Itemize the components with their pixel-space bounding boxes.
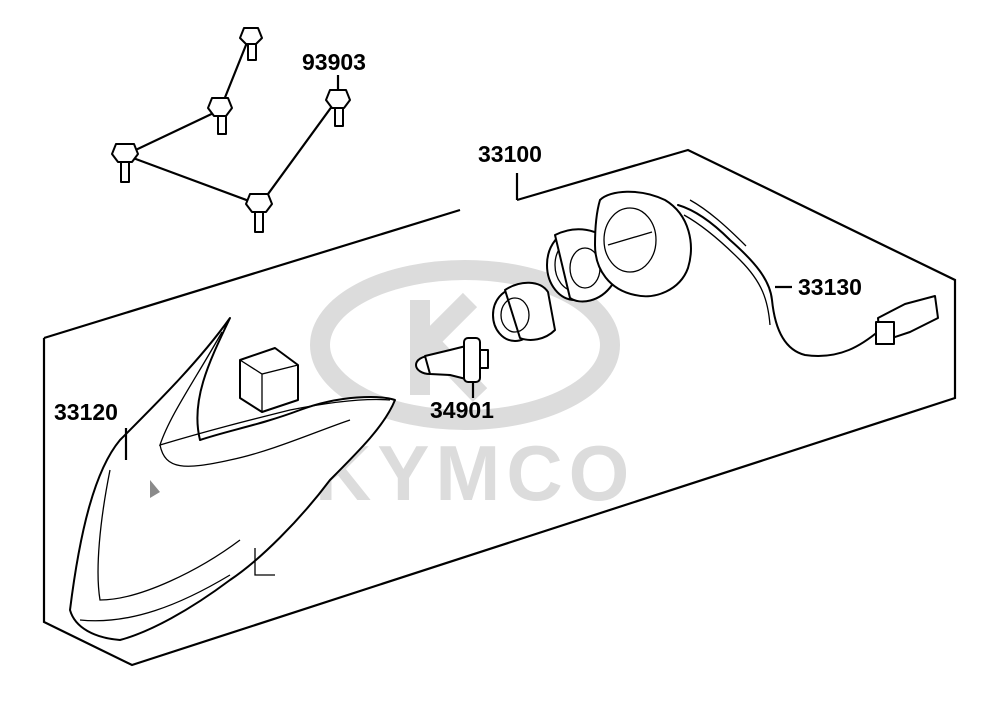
callout-bulb: 34901 xyxy=(430,397,494,423)
callout-housing: 33120 xyxy=(54,399,118,425)
screw-5 xyxy=(325,89,351,127)
assembly-box xyxy=(42,148,957,667)
watermark-brand: KYMCO xyxy=(315,429,635,517)
callout-assembly: 33100 xyxy=(478,141,542,167)
callout-screw: 93903 xyxy=(302,49,366,75)
kymco-watermark: KYMCO xyxy=(310,260,635,517)
screw-1 xyxy=(239,27,263,61)
screw-4 xyxy=(245,193,273,233)
bulb-socket xyxy=(492,281,556,342)
screw-3 xyxy=(111,143,139,183)
callout-socket-harness: 33130 xyxy=(798,274,862,300)
screw-2 xyxy=(207,97,233,135)
screw-group xyxy=(111,27,351,233)
bulb xyxy=(415,337,489,398)
headlight-housing xyxy=(69,317,396,641)
socket-harness xyxy=(594,190,939,357)
